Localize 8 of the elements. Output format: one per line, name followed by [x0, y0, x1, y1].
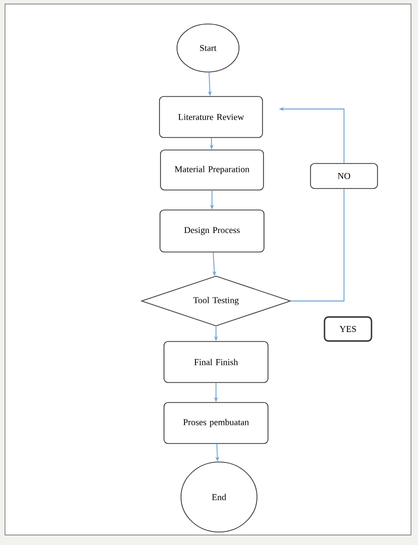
process-box: Material Preparation [160, 150, 264, 190]
label-box: YES [324, 316, 372, 342]
process-box: Design Process [160, 210, 264, 252]
process-box: Final Finish [164, 341, 268, 383]
start-oval: Start [176, 24, 240, 72]
process-box: Literature Review [159, 96, 263, 138]
process-box: Proses pembuatan [164, 402, 268, 444]
label-box: NO [310, 163, 378, 189]
